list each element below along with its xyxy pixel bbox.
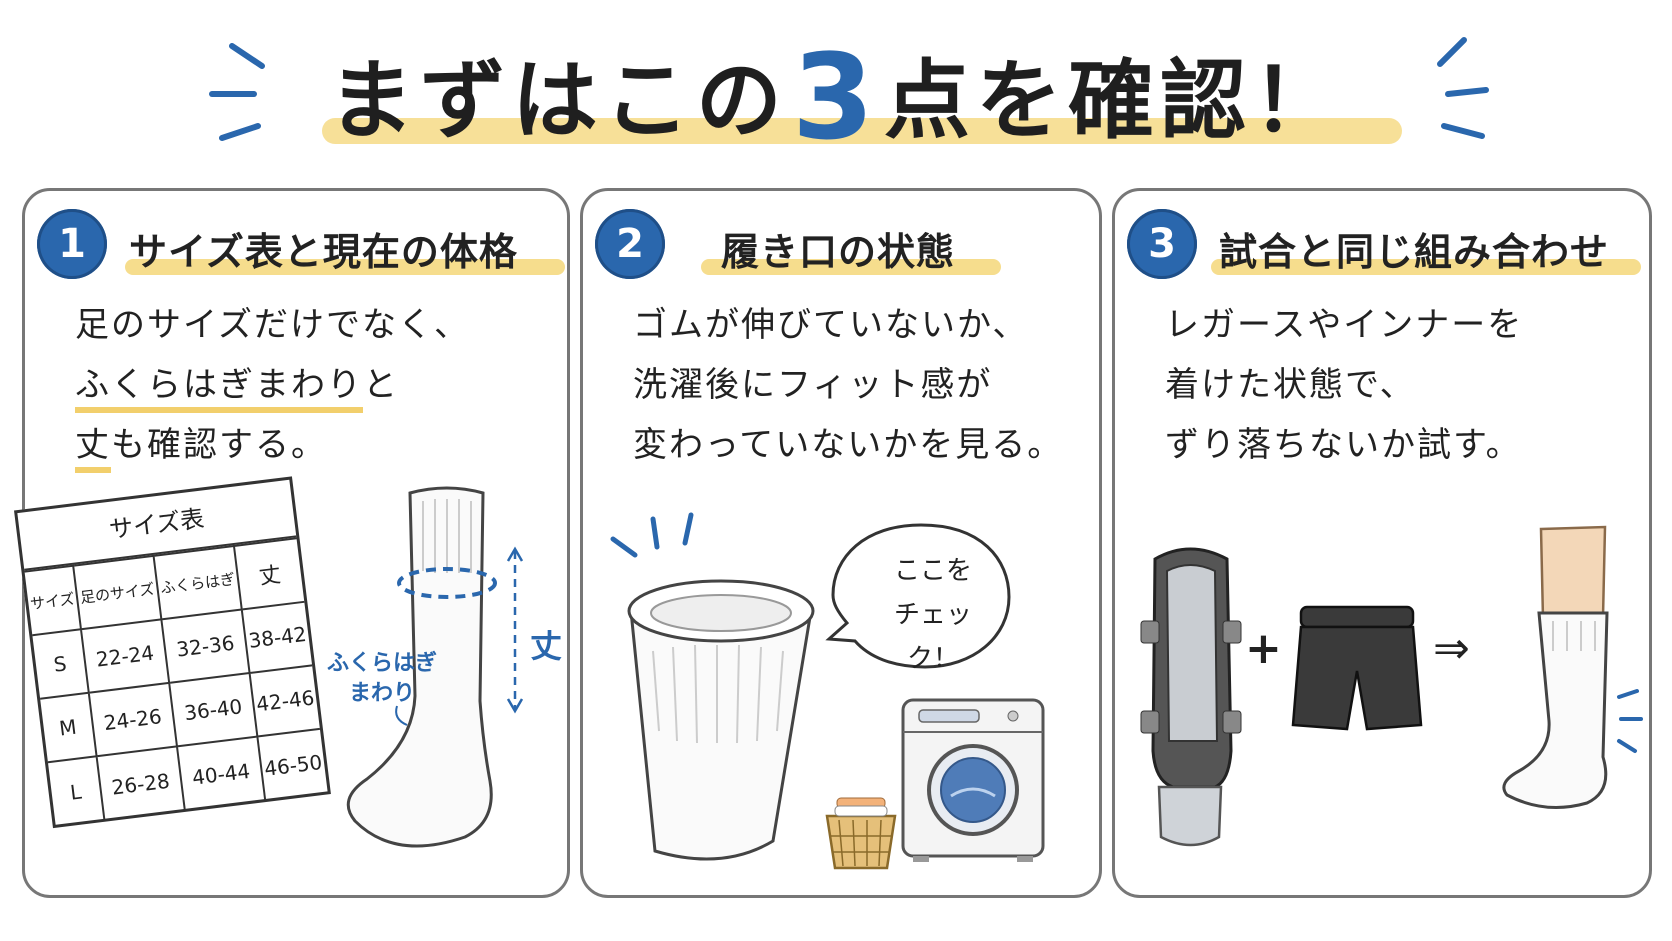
- table-header-cell: サイズ: [24, 565, 81, 636]
- card-text-line: 着けた状態で、: [1165, 365, 1416, 405]
- laundry-basket-icon: [825, 797, 897, 870]
- shin-guard-icon: [1140, 547, 1242, 847]
- card-heading: サイズ表と現在の体格: [129, 230, 518, 274]
- title-area: まずはこの3点を確認！: [0, 0, 1672, 170]
- highlight-text: 丈: [75, 423, 111, 473]
- text-rest: も確認する。: [111, 425, 327, 465]
- card-text-line: 変わっていないかを見る。: [633, 425, 1064, 465]
- size-table-card: サイズ表 サイズ 足のサイズ ふくらはぎ 丈 S 22-24 32-36 38-…: [14, 474, 352, 838]
- card-size-check: 1 サイズ表と現在の体格 足のサイズだけでなく、 ふくらはぎまわりと 丈も確認す…: [14, 188, 570, 898]
- step-badge-1: 1: [37, 209, 107, 279]
- card-combination-check: 3 試合と同じ組み合わせ レガースやインナーを 着けた状態で、 ずり落ちないか試…: [1112, 188, 1652, 898]
- card-text-line: ずり落ちないか試す。: [1165, 425, 1522, 465]
- card-text-line: 足のサイズだけでなく、: [75, 305, 470, 345]
- bubble-line: チェック！: [893, 600, 972, 674]
- heading-highlight: [1211, 259, 1641, 275]
- table-cell: 38-42: [241, 601, 313, 674]
- card-text-line: 洗濯後にフィット感が: [633, 365, 993, 405]
- calf-label-line: ふくらはぎ: [327, 651, 438, 676]
- table-cell: 24-26: [88, 682, 177, 757]
- table-cell: L: [47, 756, 105, 826]
- table-cell: M: [40, 692, 97, 763]
- size-table: サイズ 足のサイズ ふくらはぎ 丈 S 22-24 32-36 38-42 M …: [24, 537, 328, 826]
- length-label: 丈: [530, 627, 563, 665]
- card-heading: 試合と同じ組み合わせ: [1219, 230, 1610, 274]
- sock-cuff-icon: [610, 512, 815, 861]
- title-suffix: 点を確認！: [884, 51, 1345, 151]
- card-text-line: ゴムが伸びていないか、: [633, 305, 1029, 345]
- table-header-cell: 足のサイズ: [73, 555, 162, 630]
- calf-label-line: まわり: [349, 681, 416, 706]
- title-number: 3: [791, 28, 881, 166]
- calf-label: ふくらはぎ まわり: [327, 649, 437, 709]
- card-text-line: ふくらはぎまわりと: [75, 355, 399, 415]
- table-cell: 42-46: [249, 665, 320, 737]
- table-header-cell: 丈: [234, 538, 305, 610]
- arrow-sign: ⇒: [1433, 623, 1470, 674]
- table-cell: 32-36: [161, 609, 250, 683]
- bubble-line: ここを: [893, 556, 972, 586]
- card-text-line: レガースやインナーを: [1165, 305, 1524, 345]
- highlight-text: ふくらはぎまわり: [75, 363, 363, 413]
- table-cell: 26-28: [96, 746, 185, 820]
- card-cuff-check: 2 履き口の状態 ゴムが伸びていないか、 洗濯後にフィット感が 変わっていないか…: [580, 188, 1102, 898]
- heading-highlight: [701, 259, 1001, 275]
- leg-with-sock-icon: [1502, 525, 1643, 809]
- table-header-cell: ふくらはぎ: [153, 545, 242, 620]
- title-accent-marks: [209, 37, 1489, 141]
- text-rest: と: [363, 365, 399, 405]
- plus-sign: +: [1245, 623, 1282, 674]
- heading-highlight: [125, 259, 565, 275]
- card-text-line: 丈も確認する。: [75, 415, 327, 475]
- washing-machine-icon: [825, 698, 1045, 870]
- inner-shorts-icon: [1291, 605, 1423, 731]
- sock-icon: [346, 486, 524, 848]
- page-title: まずはこの3点を確認！: [0, 28, 1672, 166]
- speech-bubble: [825, 523, 1011, 669]
- card-heading: 履き口の状態: [721, 230, 956, 274]
- title-highlight: [322, 118, 1402, 144]
- title-prefix: まずはこの: [327, 51, 788, 151]
- step-badge-3: 3: [1127, 209, 1197, 279]
- bubble-text: ここを チェック！: [873, 549, 993, 681]
- table-cell: S: [32, 629, 89, 699]
- table-cell: 36-40: [168, 673, 258, 747]
- step-badge-2: 2: [595, 209, 665, 279]
- table-cell: 40-44: [176, 736, 266, 810]
- table-cell: 22-24: [80, 619, 169, 693]
